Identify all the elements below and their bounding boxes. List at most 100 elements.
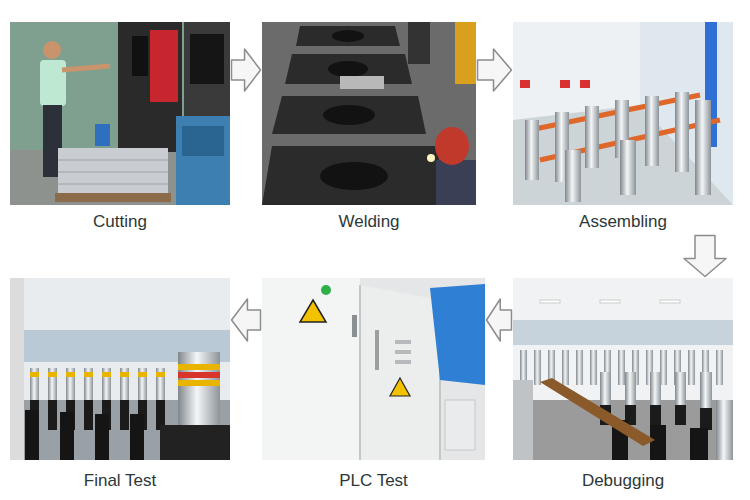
photo-detail	[359, 285, 361, 460]
photo-detail	[262, 146, 450, 205]
process-step: Debugging	[513, 278, 733, 493]
photo-detail	[618, 350, 625, 385]
photo-detail	[675, 405, 686, 425]
assembling-photo	[513, 22, 733, 205]
photo-detail	[395, 360, 411, 364]
photo-detail	[102, 372, 111, 377]
photo-detail	[513, 22, 733, 205]
photo-detail	[430, 284, 485, 385]
plc-test-photo	[262, 278, 485, 460]
photo-detail	[513, 380, 533, 460]
photo-detail	[580, 80, 590, 88]
photo-detail	[262, 278, 485, 460]
photo-detail	[395, 350, 411, 354]
photo-detail	[138, 372, 147, 377]
photo-detail	[55, 193, 171, 202]
photo-detail	[455, 22, 476, 84]
photo-detail	[427, 154, 435, 162]
photo-detail	[620, 140, 636, 195]
photo-detail	[445, 400, 475, 450]
photo-detail	[360, 285, 440, 460]
photo-detail	[660, 350, 667, 385]
photo-detail	[540, 300, 560, 303]
photo-detail	[120, 400, 129, 430]
photo-detail	[690, 428, 708, 460]
photo-detail	[688, 350, 695, 385]
photo-detail	[395, 340, 411, 344]
photo-detail	[328, 61, 368, 77]
photo-detail	[534, 350, 541, 385]
photo-detail	[600, 300, 620, 303]
welding-photo	[262, 22, 476, 205]
photo-detail	[95, 414, 109, 460]
flow-arrow	[684, 236, 726, 277]
step-caption: PLC Test	[262, 471, 485, 491]
photo-detail	[132, 36, 148, 76]
photo-detail	[590, 350, 597, 385]
flow-arrow	[487, 299, 512, 341]
photo-detail	[178, 352, 220, 432]
photo-detail	[513, 278, 733, 460]
photo-detail	[40, 60, 66, 106]
process-step: Cutting	[10, 22, 230, 234]
photo-detail	[436, 160, 476, 205]
photo-detail	[30, 372, 39, 377]
photo-detail	[190, 34, 224, 84]
flow-arrow	[232, 299, 261, 341]
photo-detail	[525, 120, 539, 180]
process-step: Welding	[262, 22, 476, 234]
photo-detail	[320, 162, 388, 190]
photo-detail	[150, 30, 178, 102]
photo-detail	[650, 425, 666, 460]
photo-detail	[66, 372, 75, 377]
photo-detail	[10, 278, 230, 460]
step-caption: Assembling	[513, 212, 733, 232]
photo-detail	[10, 278, 24, 460]
photo-detail	[560, 80, 570, 88]
photo-detail	[340, 76, 384, 89]
photo-detail	[182, 126, 224, 156]
photo-detail	[660, 300, 680, 303]
photo-detail	[48, 400, 57, 430]
photo-detail	[321, 285, 331, 295]
photo-detail	[48, 372, 57, 377]
photo-detail	[58, 160, 168, 161]
photo-detail	[300, 300, 326, 322]
flow-arrow	[232, 49, 261, 91]
photo-detail	[408, 22, 430, 64]
process-step: Final Test	[10, 278, 230, 493]
debugging-photo	[513, 278, 733, 460]
photo-detail	[296, 26, 400, 46]
photo-detail	[130, 414, 144, 460]
photo-detail	[675, 92, 689, 172]
photo-detail	[332, 30, 364, 42]
photo-detail	[540, 378, 655, 446]
photo-detail	[565, 150, 581, 202]
step-caption: Final Test	[10, 471, 230, 491]
photo-detail	[160, 425, 230, 460]
photo-detail	[25, 410, 39, 460]
photo-detail	[178, 372, 220, 378]
photo-detail	[43, 41, 61, 59]
step-caption: Debugging	[513, 471, 733, 491]
photo-detail	[176, 116, 230, 205]
photo-detail	[716, 350, 723, 385]
photo-detail	[262, 22, 476, 205]
photo-detail	[650, 405, 661, 425]
photo-detail	[645, 96, 659, 166]
photo-detail	[62, 66, 110, 70]
final-test-photo	[10, 278, 230, 460]
photo-detail	[375, 330, 379, 370]
photo-detail	[262, 278, 360, 460]
photo-detail	[390, 378, 410, 396]
step-caption: Welding	[262, 212, 476, 232]
process-step: Assembling	[513, 22, 733, 234]
photo-detail	[84, 372, 93, 377]
photo-detail	[120, 372, 129, 377]
photo-detail	[58, 172, 168, 173]
photo-detail	[435, 127, 469, 165]
bollard-row	[25, 368, 165, 460]
